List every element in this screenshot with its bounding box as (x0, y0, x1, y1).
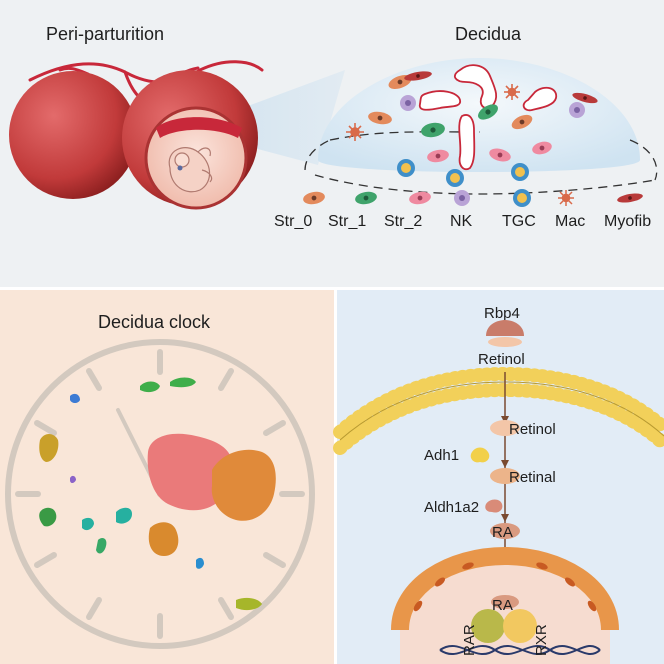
clock-ticks (15, 349, 305, 639)
retinol-inside-blob (490, 420, 520, 436)
cluster-green-left (39, 507, 57, 527)
cluster-green-bottom (96, 538, 107, 554)
rar-receptor (471, 609, 505, 643)
aldh1a2-enzyme (485, 499, 503, 513)
cell-myofib (572, 92, 598, 104)
adh1-enzyme (470, 447, 490, 463)
cell-str2 (427, 149, 449, 163)
clock-ring (5, 339, 315, 649)
legend-labels: Str_0 Str_1 Str_2 NK TGC Mac Myofib (274, 213, 651, 230)
legend-label-mac: Mac (555, 213, 585, 230)
nucleus (391, 546, 619, 664)
embryo-icon (168, 147, 213, 193)
cell-tgc (397, 159, 415, 177)
cluster-teal (116, 507, 132, 524)
cell-str0 (511, 114, 533, 130)
legend-label-myofib: Myofib (604, 213, 651, 230)
decidua-clock-title: Decidua clock (98, 312, 211, 332)
legend-icon-str1 (355, 191, 377, 205)
legend-label-nk: NK (450, 213, 473, 230)
decidua-band (156, 117, 242, 138)
cluster-purple (70, 475, 76, 483)
cell-str1 (478, 104, 498, 120)
legend-icon-myofib (617, 193, 643, 203)
legend-icon-str2 (409, 191, 431, 205)
decidua-title: Decidua (455, 24, 522, 44)
legend-icons (303, 189, 643, 207)
dome-vessels (418, 64, 557, 171)
cell-str2 (532, 141, 552, 155)
rxr-receptor (503, 609, 537, 643)
cluster-orange (211, 449, 276, 521)
retinal-label: Retinal (509, 469, 556, 486)
adh1-label: Adh1 (424, 447, 459, 464)
legend-icon-mac (558, 190, 574, 206)
cell-tgc (446, 169, 464, 187)
embryo-eye (177, 165, 183, 171)
arrowhead (501, 514, 509, 522)
cell-str1 (421, 122, 445, 138)
cluster-olive-bottom (236, 597, 262, 611)
retinol-outside-label: Retinol (478, 351, 525, 368)
legend-icon-str0 (303, 191, 325, 205)
legend-label-str1: Str_1 (328, 213, 366, 230)
ra-label: RA (492, 524, 513, 541)
cluster-orange-small (148, 522, 179, 556)
cell-mac (346, 123, 364, 141)
cluster-green-top2 (170, 377, 196, 388)
rar-label: RAR (461, 624, 478, 656)
retinol-inside-label: Retinol (509, 421, 556, 438)
retinal-blob (490, 468, 520, 484)
ra-nucleus-label: RA (492, 597, 513, 614)
cluster-teal2 (82, 517, 94, 531)
peri-parturition-title: Peri-parturition (46, 24, 164, 44)
dna-helix (439, 644, 601, 656)
cell-str0 (368, 111, 392, 125)
uterine-horn-left (9, 71, 137, 199)
cell-tgc (511, 163, 529, 181)
aldh1a2-label: Aldh1a2 (424, 499, 479, 516)
cell-nk (400, 95, 416, 111)
legend-icon-tgc (513, 189, 531, 207)
rbp4-label: Rbp4 (484, 305, 520, 322)
rbp4-bound-retinol (488, 337, 522, 347)
ra-ligand-blob (491, 595, 519, 609)
rxr-label: RXR (533, 624, 550, 656)
arrowhead (501, 460, 509, 468)
cluster-green-top (140, 381, 160, 393)
ra-blob (490, 523, 520, 539)
cell-nk (569, 102, 585, 118)
legend-label-str2: Str_2 (384, 213, 422, 230)
legend-icon-nk (454, 190, 470, 206)
cell-str2 (489, 148, 511, 162)
legend-label-str0: Str_0 (274, 213, 312, 230)
umap-clusters (39, 377, 276, 611)
cluster-blue (70, 393, 80, 403)
dome-cells (346, 71, 598, 187)
cluster-blue2 (196, 557, 204, 569)
legend-label-tgc: TGC (502, 213, 536, 230)
cell-myofib (404, 71, 432, 81)
cluster-olive (39, 434, 59, 462)
rbp4-protein (486, 320, 524, 336)
cell-mac (504, 84, 520, 100)
